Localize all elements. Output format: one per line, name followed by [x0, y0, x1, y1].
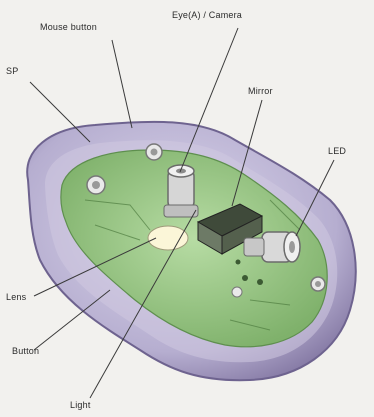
label-mirror: Mirror	[248, 86, 273, 96]
lens	[148, 226, 188, 250]
camera-sensor	[164, 165, 198, 217]
label-lens: Lens	[6, 292, 26, 302]
label-button: Button	[12, 346, 39, 356]
label-mouse-button: Mouse button	[40, 22, 97, 32]
label-light: Light	[70, 400, 91, 410]
label-led: LED	[328, 146, 346, 156]
label-sp: SP	[6, 66, 18, 76]
label-eye-camera: Eye(A) / Camera	[172, 10, 242, 20]
